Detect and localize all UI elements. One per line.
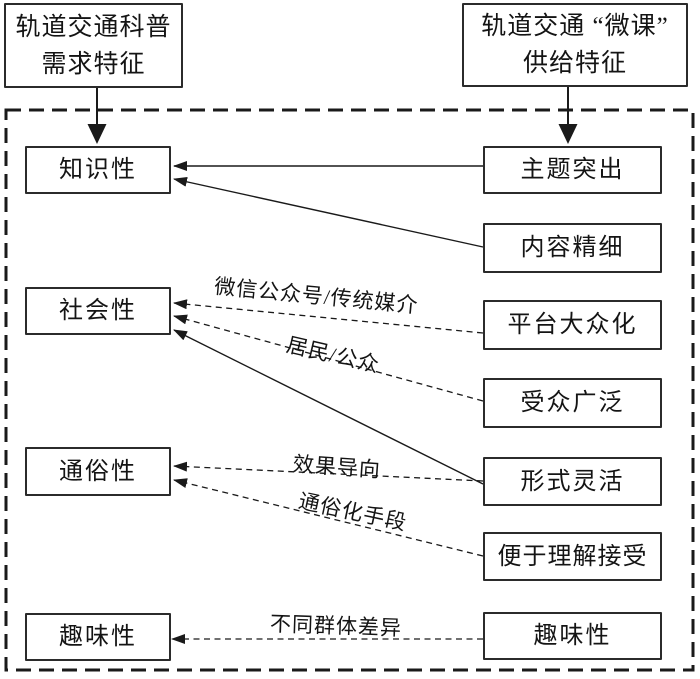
box-label: 社会性: [59, 298, 137, 324]
box-label: 知识性: [59, 157, 137, 183]
box-xingshilinghuo: 形式灵活: [483, 457, 662, 506]
demand-title-line2: 需求特征: [41, 50, 146, 78]
edge-xingshilinghuo-to-shehuixing: [173, 329, 484, 485]
box-quweixing-left: 趣味性: [25, 613, 171, 661]
edge-xingshilinghuo-to-tongsuxing: [173, 461, 484, 482]
dashed-boundary: [4, 108, 695, 672]
box-label: 趣味性: [533, 623, 612, 649]
box-demand-title: 轨道交通科普 需求特征: [4, 3, 183, 88]
edge-shouzhongguangfan-to-shehuixing: [173, 314, 484, 402]
edge-label-butongqunti-chayi: 不同群体差异: [269, 611, 403, 641]
box-zhutituchu: 主题突出: [483, 146, 662, 194]
demand-title-line1: 轨道交通科普: [15, 13, 172, 41]
box-tongsuxing: 通俗性: [25, 447, 171, 496]
box-quweixing-right: 趣味性: [483, 612, 662, 660]
box-pingtaidazhonghua: 平台大众化: [483, 300, 662, 350]
box-shouzhongguangfan: 受众广泛: [483, 378, 662, 428]
supply-title-line1: 轨道交通 “微课”: [481, 13, 669, 40]
box-supply-title: 轨道交通 “微课” 供给特征: [462, 3, 688, 87]
box-bianyulijiejieshou: 便于理解接受: [483, 532, 662, 581]
box-label: 通俗性: [59, 458, 137, 485]
box-label: 趣味性: [59, 624, 137, 650]
edge-label-xiaoguodaoxiang: 效果导向: [292, 451, 382, 483]
box-zhishixing: 知识性: [25, 146, 171, 194]
box-neirongjingxi: 内容精细: [483, 223, 662, 273]
box-label: 平台大众化: [507, 312, 638, 338]
box-label: 受众广泛: [520, 390, 625, 416]
edge-bianyulijie-to-tongsuxing: [173, 478, 484, 557]
box-label: 形式灵活: [520, 468, 625, 495]
box-label: 主题突出: [520, 157, 625, 183]
supply-title-line2: 供给特征: [522, 50, 627, 77]
box-label: 内容精细: [520, 235, 625, 261]
box-shehuixing: 社会性: [25, 287, 171, 335]
box-label: 便于理解接受: [497, 543, 648, 570]
edge-neirongjingxi-to-zhishixing: [173, 176, 484, 248]
